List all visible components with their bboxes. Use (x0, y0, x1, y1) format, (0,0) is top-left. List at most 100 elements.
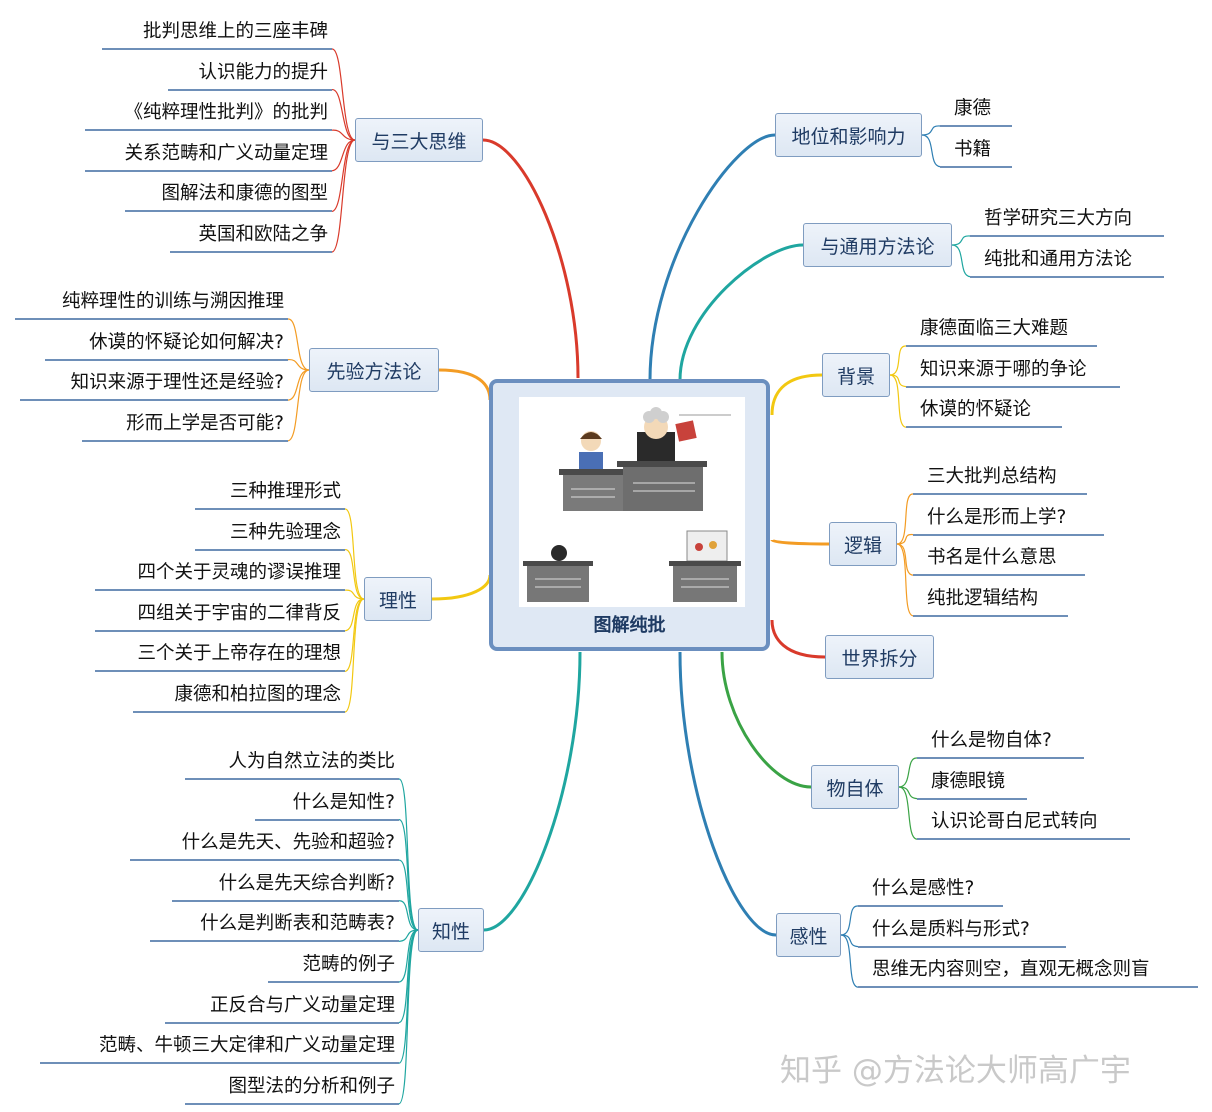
subtopic-item[interactable]: 三大批判总结构 (927, 466, 1057, 487)
subtopic-item[interactable]: 什么是质料与形式? (872, 918, 1030, 940)
connector-line (898, 786, 918, 800)
subtopic-item[interactable]: 休谟的怀疑论 (920, 399, 1032, 421)
subtopic-underline (165, 1021, 399, 1024)
connector-line (331, 88, 356, 141)
connector-line (287, 369, 310, 442)
subtopic-item[interactable]: 康德 (954, 98, 992, 119)
watermark: 知乎 @方法论大师高广宇 (780, 1053, 1131, 1089)
subtopic-item[interactable]: 三种先验理念 (229, 521, 341, 543)
connector-line (344, 589, 365, 600)
branch-topic[interactable]: 逻辑 (829, 522, 897, 566)
subtopic-item[interactable]: 图型法的分析和例子 (228, 1075, 395, 1097)
subtopic-item[interactable]: 书籍 (954, 138, 992, 160)
subtopic-item[interactable]: 正反合与广义动量定理 (209, 994, 395, 1016)
subtopic-underline (185, 1102, 399, 1105)
central-topic[interactable]: 图解纯批 (489, 379, 770, 651)
subtopic-underline (268, 981, 399, 983)
subtopic-underline (95, 670, 345, 673)
subtopic-item[interactable]: 知识来源于哪的争论 (920, 358, 1087, 380)
branch-topic[interactable]: 与三大思维 (355, 118, 483, 162)
subtopic-item[interactable]: 图解法和康德的图型 (161, 183, 328, 205)
subtopic-underline (858, 945, 1066, 948)
subtopic-underline (255, 818, 399, 821)
subtopic-item[interactable]: 认识能力的提升 (198, 61, 328, 83)
subtopic-item[interactable]: 什么是知性? (292, 791, 395, 813)
subtopic-item[interactable]: 范畴的例子 (302, 954, 395, 975)
connector-line (483, 651, 582, 932)
connector-line (770, 619, 826, 659)
connector-line (287, 358, 310, 371)
subtopic-item[interactable]: 什么是先天、先验和超验? (181, 832, 395, 854)
branch-topic[interactable]: 物自体 (811, 765, 899, 809)
subtopic-underline (172, 899, 399, 902)
subtopic-underline (85, 129, 332, 132)
connector-line (770, 373, 823, 416)
branch-topic[interactable]: 先验方法论 (309, 348, 439, 392)
connector-line (898, 786, 918, 840)
branch-topic[interactable]: 知性 (418, 908, 484, 952)
subtopic-item[interactable]: 什么是形而上学? (927, 506, 1067, 528)
connector-line (438, 368, 492, 401)
subtopic-item[interactable]: 英国和欧陆之争 (198, 224, 328, 245)
subtopic-item[interactable]: 四组关于宇宙的二律背反 (137, 602, 341, 624)
subtopic-item[interactable]: 休谟的怀疑论如何解决? (89, 331, 284, 353)
subtopic-underline (970, 235, 1164, 237)
subtopic-underline (858, 905, 1003, 907)
subtopic-underline (913, 614, 1068, 617)
subtopic-underline (95, 589, 345, 592)
connector-line (889, 345, 907, 376)
subtopic-underline (40, 1062, 399, 1065)
subtopic-underline (917, 838, 1130, 841)
subtopic-underline (913, 533, 1104, 536)
subtopic-item[interactable]: 知识来源于理性还是经验? (70, 372, 284, 394)
subtopic-item[interactable]: 形而上学是否可能? (126, 412, 284, 434)
connector-line (921, 125, 941, 136)
branch-topic[interactable]: 与通用方法论 (803, 223, 952, 267)
subtopic-item[interactable]: 书名是什么意思 (927, 547, 1057, 569)
subtopic-underline (102, 48, 332, 50)
subtopic-item[interactable]: 什么是判断表和范畴表? (200, 913, 395, 935)
branch-topic[interactable]: 世界拆分 (825, 635, 934, 679)
connector-line (287, 318, 310, 371)
subtopic-item[interactable]: 关系范畴和广义动量定理 (124, 142, 328, 164)
subtopic-underline (906, 385, 1120, 388)
subtopic-item[interactable]: 康德眼镜 (931, 770, 1006, 792)
branch-topic[interactable]: 感性 (776, 913, 841, 957)
branch-topic[interactable]: 理性 (364, 577, 432, 621)
connector-line (889, 374, 907, 428)
subtopic-item[interactable]: 三种推理形式 (229, 481, 341, 502)
connector-line (720, 651, 812, 789)
subtopic-item[interactable]: 康德面临三大难题 (920, 318, 1069, 339)
connector-line (889, 374, 907, 388)
subtopic-item[interactable]: 什么是先天综合判断? (218, 872, 395, 894)
subtopic-item[interactable]: 四个关于灵魂的谬误推理 (137, 562, 341, 584)
subtopic-item[interactable]: 纯批逻辑结构 (927, 587, 1039, 609)
subtopic-item[interactable]: 三个关于上帝存在的理想 (137, 643, 341, 665)
subtopic-item[interactable]: 纯粹理性的训练与溯因推理 (61, 291, 284, 312)
subtopic-underline (168, 88, 332, 91)
subtopic-underline (82, 439, 288, 442)
subtopic-item[interactable]: 思维无内容则空，直观无概念则盲 (872, 959, 1150, 981)
subtopic-item[interactable]: 认识论哥白尼式转向 (931, 811, 1098, 833)
subtopic-underline (913, 493, 1087, 495)
subtopic-item[interactable]: 范畴、牛顿三大定律和广义动量定理 (98, 1035, 395, 1057)
connector-line (344, 598, 365, 713)
connector-line (840, 934, 859, 988)
connector-line (896, 543, 914, 617)
subtopic-item[interactable]: 什么是物自体? (931, 730, 1052, 751)
subtopic-underline (130, 859, 399, 862)
subtopic-item[interactable]: 康德和柏拉图的理念 (174, 684, 341, 705)
connector-line (344, 508, 365, 600)
subtopic-underline (15, 318, 288, 320)
courtroom-illustration (519, 397, 745, 607)
subtopic-item[interactable]: 批判思维上的三座丰碑 (142, 21, 328, 42)
subtopic-item[interactable]: 纯批和通用方法论 (984, 248, 1133, 270)
connector-line (896, 493, 914, 545)
subtopic-item[interactable]: 什么是感性? (872, 878, 975, 899)
branch-topic[interactable]: 背景 (822, 353, 890, 397)
branch-topic[interactable]: 地位和影响力 (775, 113, 922, 157)
connector-line (951, 235, 971, 246)
subtopic-item[interactable]: 人为自然立法的类比 (228, 751, 395, 772)
subtopic-item[interactable]: 哲学研究三大方向 (984, 208, 1133, 229)
subtopic-item[interactable]: 《纯粹理性批判》的批判 (124, 102, 328, 124)
